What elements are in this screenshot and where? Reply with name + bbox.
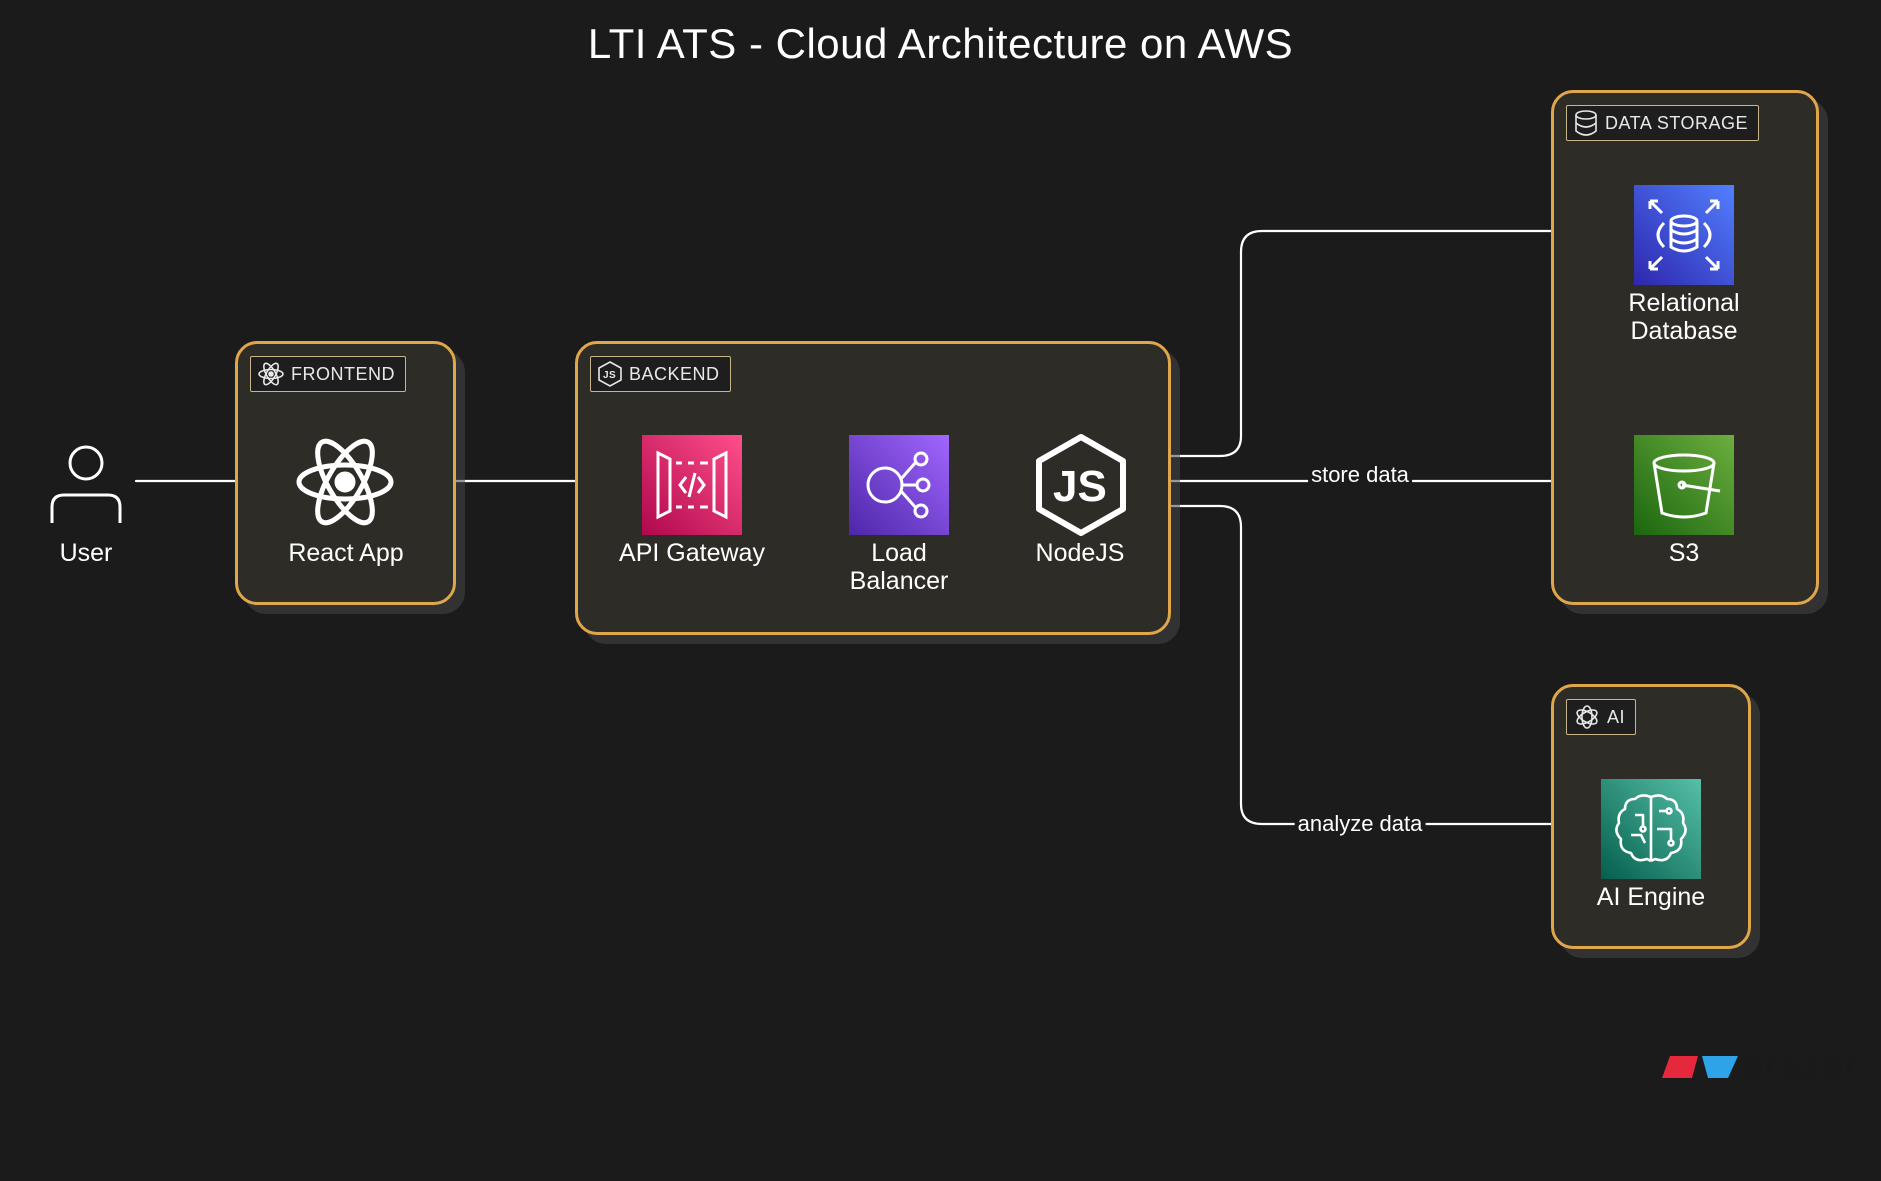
ai-tag-label: AI <box>1607 706 1626 727</box>
s3-icon[interactable] <box>1634 435 1734 535</box>
eraser-logo-icon <box>1662 1055 1738 1078</box>
frontend-tag-label: FRONTEND <box>291 363 395 384</box>
api-gateway-icon[interactable] <box>642 435 742 535</box>
eraser-brand-label: eraser <box>1742 1045 1860 1087</box>
data-storage-tag: DATA STORAGE <box>1566 105 1760 141</box>
relational-database-label: Relational Database <box>1628 289 1740 345</box>
s3-label: S3 <box>1668 539 1700 567</box>
nodejs-label: NodeJS <box>1035 539 1125 567</box>
svg-text:JS: JS <box>1053 462 1107 511</box>
frontend-tag: FRONTEND <box>250 356 406 392</box>
ai-tag: AI <box>1566 699 1637 735</box>
edge-label-analyze-data: analyze data <box>1294 811 1426 837</box>
edge-node-to-ai <box>1130 492 1602 838</box>
load-balancer-icon[interactable] <box>849 435 949 535</box>
react-small-icon <box>258 362 284 386</box>
react-icon[interactable] <box>295 437 395 527</box>
svg-text:JS: JS <box>603 370 616 381</box>
nodejs-small-icon: JS <box>598 361 622 387</box>
user-icon[interactable] <box>50 445 122 525</box>
nodejs-icon[interactable]: JS <box>1033 433 1129 537</box>
backend-tag: JS BACKEND <box>590 356 731 392</box>
react-app-label: React App <box>288 539 404 567</box>
eraser-brand[interactable]: eraser <box>1662 1045 1859 1088</box>
data-storage-tag-label: DATA STORAGE <box>1605 112 1749 133</box>
load-balancer-label: Load Balancer <box>849 539 949 595</box>
api-gateway-label: API Gateway <box>619 539 765 567</box>
openai-small-icon <box>1576 705 1598 729</box>
ai-engine-icon[interactable] <box>1601 779 1701 879</box>
relational-database-icon[interactable] <box>1634 185 1734 285</box>
diagram-title: LTI ATS - Cloud Architecture on AWS <box>587 20 1294 67</box>
database-small-icon <box>1575 110 1597 136</box>
user-label: User <box>59 539 113 567</box>
backend-tag-label: BACKEND <box>629 363 720 384</box>
edge-label-store-data: store data <box>1308 462 1412 488</box>
ai-engine-label: AI Engine <box>1596 883 1706 911</box>
